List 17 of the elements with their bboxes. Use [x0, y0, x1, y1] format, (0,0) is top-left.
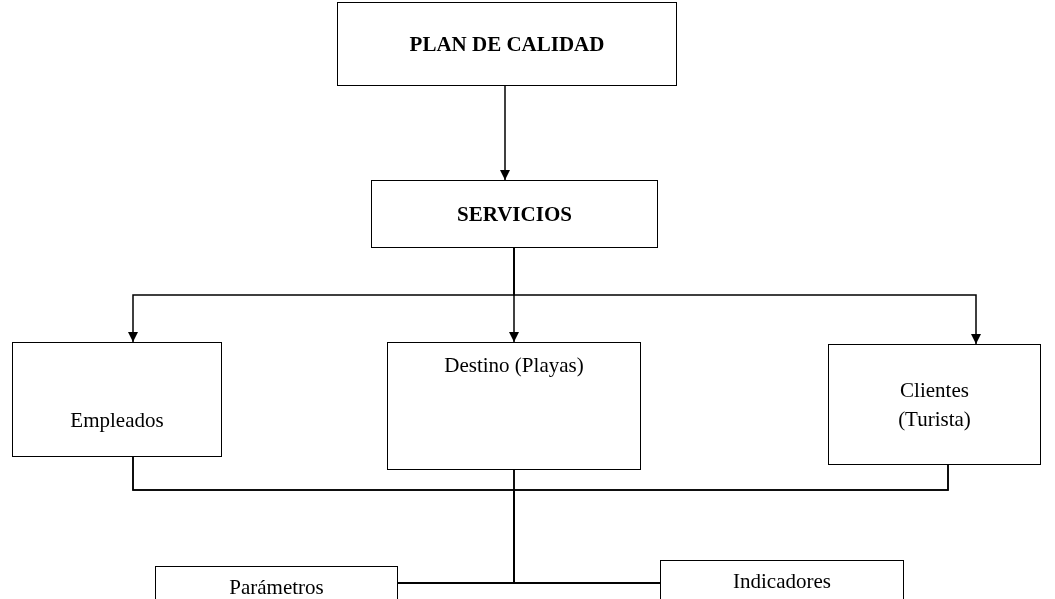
text-box [660, 560, 904, 599]
box-heading: SERVICIOS [457, 200, 572, 228]
arrow [500, 85, 510, 181]
arrow [513, 247, 981, 345]
connector-line [513, 464, 949, 584]
box-heading: PLAN DE CALIDAD [409, 30, 605, 58]
text-box [155, 566, 398, 599]
text-box [828, 344, 1041, 465]
text-box [371, 180, 658, 248]
box-label: Indicadores [733, 568, 831, 595]
box-label: Clientes (Turista) [897, 377, 972, 433]
box-label: Destino (Playas) [444, 352, 584, 379]
box-label: Parámetros [229, 574, 324, 599]
text-box [337, 2, 677, 86]
box-label: Empleados [70, 406, 164, 434]
text-box [12, 342, 222, 457]
text-box [387, 342, 641, 470]
